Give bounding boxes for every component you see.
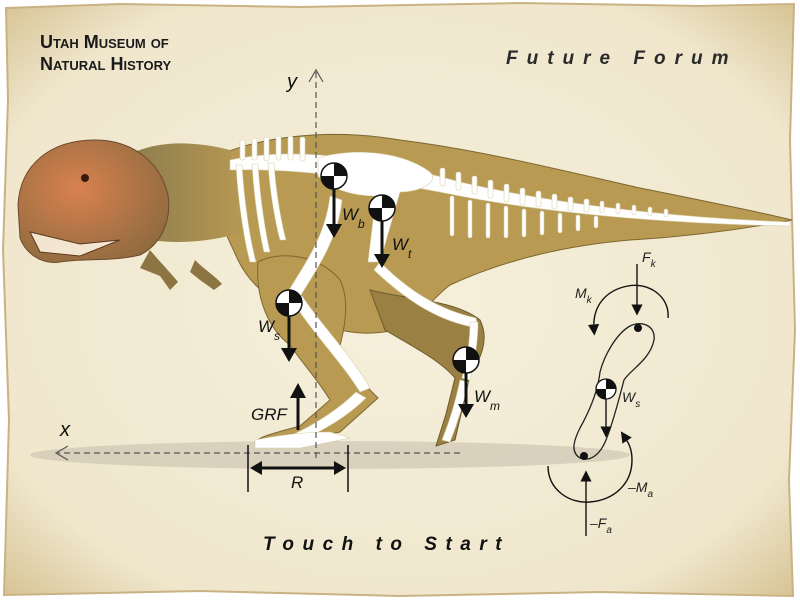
shank-free-body-diagram: Fk Mk Ws –Ma –Fa — [547, 249, 669, 536]
label-f-k: Fk — [642, 249, 657, 270]
y-axis-label: y — [285, 71, 298, 93]
com-marker-metatarsus — [452, 346, 480, 374]
label-m-a: –Ma — [627, 479, 653, 500]
label-m-k: Mk — [575, 285, 593, 306]
museum-name-line1: Utah Museum of — [40, 32, 169, 52]
coordinate-axes: y x — [54, 68, 460, 461]
y-axis-arrowhead — [308, 68, 324, 83]
com-marker-fbd — [595, 378, 617, 400]
ground-shadow — [30, 441, 630, 469]
com-marker-body — [320, 162, 348, 190]
forum-title: Future Forum — [506, 48, 738, 69]
label-grf: GRF — [251, 405, 289, 424]
weight-vectors: Wb Wt Ws Wm — [258, 162, 500, 418]
label-w-m: Wm — [474, 387, 500, 413]
label-w-t: Wt — [392, 235, 412, 261]
museum-name-line2: Natural History — [40, 54, 172, 74]
touch-to-start-button[interactable]: Touch to Start — [263, 534, 511, 555]
label-r: R — [291, 473, 303, 492]
label-f-a: –Fa — [589, 515, 612, 536]
museum-logo: Utah Museum of Natural History — [40, 31, 171, 75]
x-axis-arrowhead — [54, 445, 69, 461]
moment-arm-r: R — [247, 445, 349, 492]
label-w-b: Wb — [342, 205, 365, 231]
label-fbd-w-s: Ws — [622, 389, 640, 410]
x-axis-label: x — [59, 419, 71, 441]
com-marker-tail — [368, 194, 396, 222]
com-marker-shank — [275, 289, 303, 317]
label-w-s: Ws — [258, 317, 280, 343]
shank-outline — [573, 323, 655, 460]
ground-reaction-force: GRF — [251, 383, 306, 430]
